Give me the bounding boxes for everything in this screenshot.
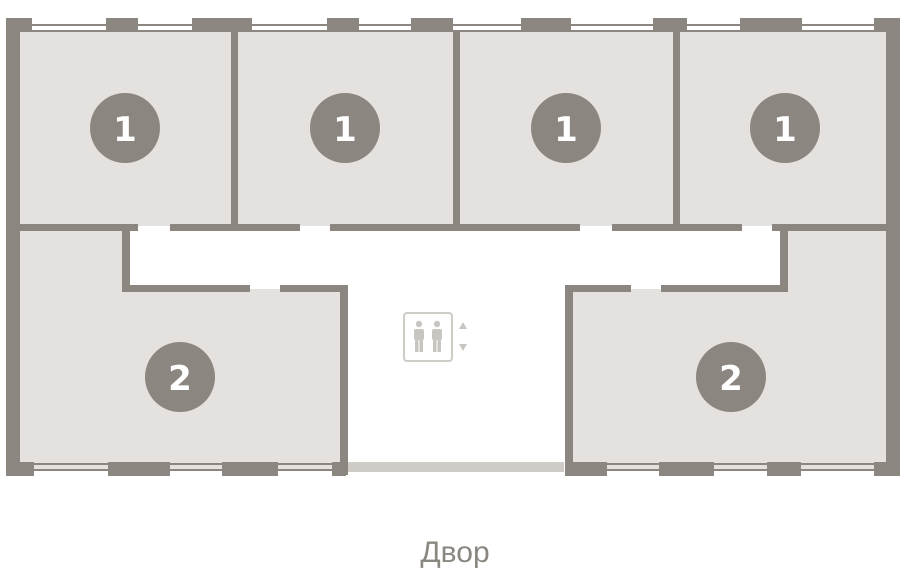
room-count: 2 xyxy=(168,359,192,399)
room-badge-bottom-right: 2 xyxy=(696,342,766,412)
elevator-icon xyxy=(403,312,453,362)
room-badge-top-3: 1 xyxy=(531,93,601,163)
corridor-balcony-strip xyxy=(346,462,564,472)
courtyard-label: Двор xyxy=(420,536,490,569)
up-down-arrows-icon xyxy=(459,322,467,351)
room-badge-top-2: 1 xyxy=(310,93,380,163)
room-count: 1 xyxy=(554,110,578,150)
room-count: 2 xyxy=(719,359,743,399)
room-count: 1 xyxy=(333,110,357,150)
walls xyxy=(6,18,900,476)
room-badge-bottom-left: 2 xyxy=(145,342,215,412)
room-count: 1 xyxy=(773,110,797,150)
room-badge-top-1: 1 xyxy=(90,93,160,163)
room-count: 1 xyxy=(113,110,137,150)
room-badge-top-4: 1 xyxy=(750,93,820,163)
